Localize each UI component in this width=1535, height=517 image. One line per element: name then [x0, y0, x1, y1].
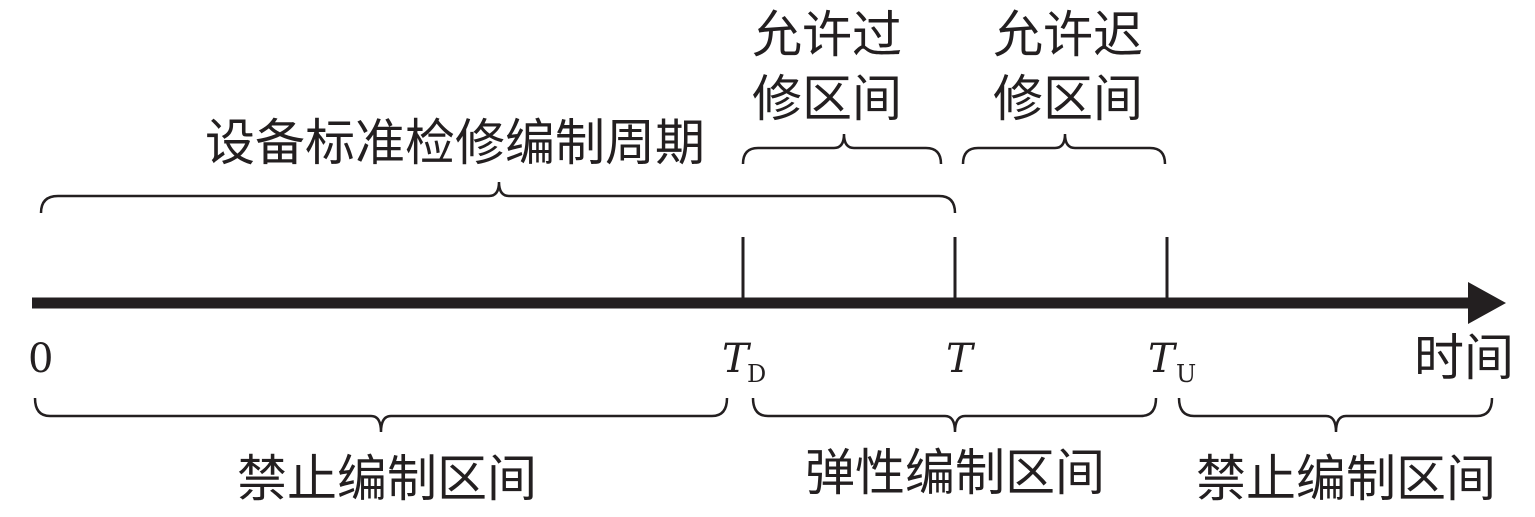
- label-time-axis: 时间: [1414, 329, 1514, 387]
- label-early-window-line2: 修区间: [752, 70, 902, 128]
- brace-late-window: [961, 133, 1167, 165]
- label-forbidden-right: 禁止编制区间: [1196, 450, 1496, 508]
- label-late-window-line2: 修区间: [993, 70, 1143, 128]
- label-flexible: 弹性编制区间: [805, 444, 1105, 502]
- label-td-main: T: [722, 336, 752, 382]
- label-tu-main: T: [1148, 336, 1178, 382]
- axis-arrowhead: [1468, 282, 1506, 324]
- label-t: T: [946, 336, 976, 382]
- label-forbidden-left: 禁止编制区间: [237, 450, 537, 508]
- label-tu-sub: U: [1176, 360, 1196, 388]
- label-standard-cycle: 设备标准检修编制周期: [205, 114, 705, 172]
- brace-early-window: [741, 133, 943, 165]
- label-td-sub: D: [747, 360, 766, 388]
- brace-flexible: [751, 397, 1158, 433]
- label-origin: 0: [28, 336, 53, 382]
- label-late-window-line1: 允许迟: [993, 6, 1143, 64]
- brace-forbidden-right: [1177, 397, 1494, 433]
- brace-forbidden-left: [33, 397, 729, 433]
- time-axis: [32, 282, 1506, 324]
- brace-standard-cycle: [39, 181, 957, 214]
- label-early-window-line1: 允许过: [752, 6, 902, 64]
